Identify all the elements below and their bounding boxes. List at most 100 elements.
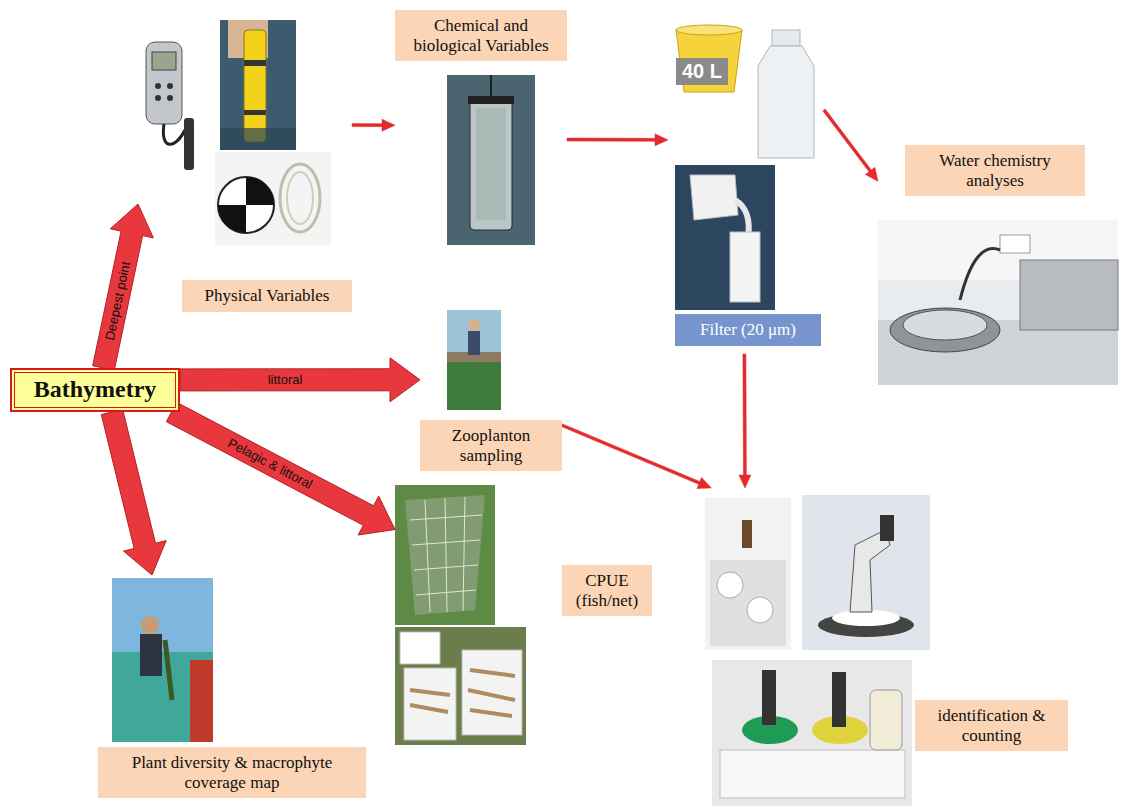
secchi-disk-photo-part	[280, 164, 320, 232]
block-arrow	[166, 402, 395, 535]
sorting-photo-part	[712, 660, 912, 806]
block-arrow	[180, 358, 420, 402]
bottle-photo-part	[752, 25, 820, 165]
node-label: Zooplanton sampling	[420, 420, 562, 471]
zooplankton-photo	[447, 310, 501, 410]
zooplankton-photo-part	[468, 331, 480, 355]
microscope-photo-part	[880, 515, 894, 541]
sampling-group: Physical Variables	[138, 18, 352, 318]
arrow-label: Pelagic & littoral	[222, 434, 317, 494]
secchi-disk-photo-part	[218, 205, 246, 233]
probe-photo	[220, 20, 296, 150]
secchi-disk-photo-part	[287, 172, 313, 224]
water-sampler-photo-part	[476, 108, 506, 220]
petri-dish-photo-part	[747, 597, 773, 623]
analysis-group: Water chemistry analyses	[878, 145, 1118, 387]
secchi-disk-photo-part	[246, 177, 274, 205]
fish-trays-photo-part	[410, 670, 515, 716]
meter-photo-part	[140, 35, 202, 185]
lab-analyser-photo-part	[1020, 260, 1118, 330]
node-label: Chemical and biological Variables	[395, 10, 567, 61]
sorting-photo-part	[720, 750, 905, 798]
flow-arrow	[823, 109, 878, 181]
macrophyte-photo-part	[112, 652, 213, 742]
photo-caption: 40 L	[676, 58, 728, 85]
fish-net-photo-part	[405, 495, 485, 615]
zooplankton-photo-part	[447, 310, 501, 410]
sorting-photo	[712, 660, 912, 806]
fish-trays-photo-part	[400, 632, 440, 664]
microscope-photo-part	[802, 495, 930, 650]
node-label: CPUE (fish/net)	[562, 565, 652, 616]
probe-photo-part	[244, 60, 266, 66]
node-label: Plant diversity & macrophyte coverage ma…	[98, 747, 366, 798]
sampling-group: CPUE (fish/net)	[395, 485, 652, 747]
lab-analyser-photo-part	[1000, 235, 1030, 253]
analysis-group: identification & counting	[700, 488, 1075, 806]
lab-analyser-photo-part	[890, 308, 1000, 352]
sampling-group: Zooplanton sampling	[420, 308, 562, 483]
bottle-photo-part	[772, 30, 800, 46]
flow-arrow	[739, 354, 751, 488]
mapping-group: Plant diversity & macrophyte coverage ma…	[98, 575, 368, 803]
water-sampler-photo-part	[470, 100, 512, 230]
node-label: Filter (20 μm)	[675, 314, 821, 346]
meter-photo-part	[167, 95, 173, 101]
sorting-photo-part	[762, 670, 776, 725]
petri-dish-photo-part	[742, 520, 752, 548]
macrophyte-photo-part	[165, 640, 172, 700]
sorting-photo-part	[832, 672, 846, 727]
pouring-photo-part	[730, 232, 760, 302]
petri-dish-photo-part	[710, 560, 786, 646]
meter-photo-part	[155, 83, 161, 89]
probe-photo-part	[244, 30, 266, 142]
sampling-group: Chemical and biological Variables	[395, 10, 567, 250]
zooplankton-photo-part	[468, 319, 480, 331]
petri-dish-photo-part	[717, 572, 743, 598]
bucket-photo-part	[676, 30, 742, 92]
fish-net-photo-part	[395, 485, 495, 625]
lab-analyser-photo-part	[878, 220, 1118, 385]
probe-photo-part	[220, 20, 296, 150]
node-label: Physical Variables	[182, 280, 352, 312]
bottle-photo-part	[758, 46, 814, 158]
meter-photo	[140, 35, 202, 185]
petri-dish-photo-part	[705, 498, 791, 650]
macrophyte-photo-part	[140, 634, 162, 676]
lab-analyser-photo-part	[960, 249, 1000, 300]
fish-net-photo	[395, 485, 495, 625]
start-box: Bathymetry	[10, 368, 180, 412]
fish-net-photo-part	[410, 497, 482, 612]
meter-photo-part	[167, 83, 173, 89]
probe-photo-part	[244, 110, 266, 115]
macrophyte-photo	[112, 578, 213, 742]
arrow-label: littoral	[265, 372, 306, 388]
meter-photo-part	[152, 52, 176, 70]
macrophyte-photo-part	[141, 616, 159, 634]
water-sampler-photo-part	[468, 96, 514, 104]
petri-dish-photo	[705, 498, 791, 650]
meter-photo-part	[146, 42, 182, 124]
fish-trays-photo	[395, 627, 526, 745]
pouring-photo	[675, 165, 775, 310]
probe-photo-part	[220, 128, 296, 150]
microscope-photo	[802, 495, 930, 650]
meter-photo-part	[155, 95, 161, 101]
block-arrow	[101, 409, 166, 575]
water-sampler-photo	[447, 75, 535, 245]
bucket-photo-part	[676, 25, 742, 35]
pouring-photo-part	[675, 165, 775, 310]
meter-photo-part	[184, 118, 194, 170]
bucket-photo	[672, 25, 746, 95]
macrophyte-photo-part	[190, 660, 213, 742]
zooplankton-photo-part	[447, 362, 501, 410]
flow-arrow	[561, 424, 711, 489]
lab-analyser-photo-part	[903, 310, 987, 340]
lab-analyser-photo	[878, 220, 1118, 385]
sorting-photo-part	[870, 690, 902, 750]
pouring-photo-part	[690, 175, 738, 220]
bucket-photo-part	[672, 25, 746, 95]
flow-arrow	[567, 134, 668, 146]
bottle-photo	[752, 25, 820, 165]
